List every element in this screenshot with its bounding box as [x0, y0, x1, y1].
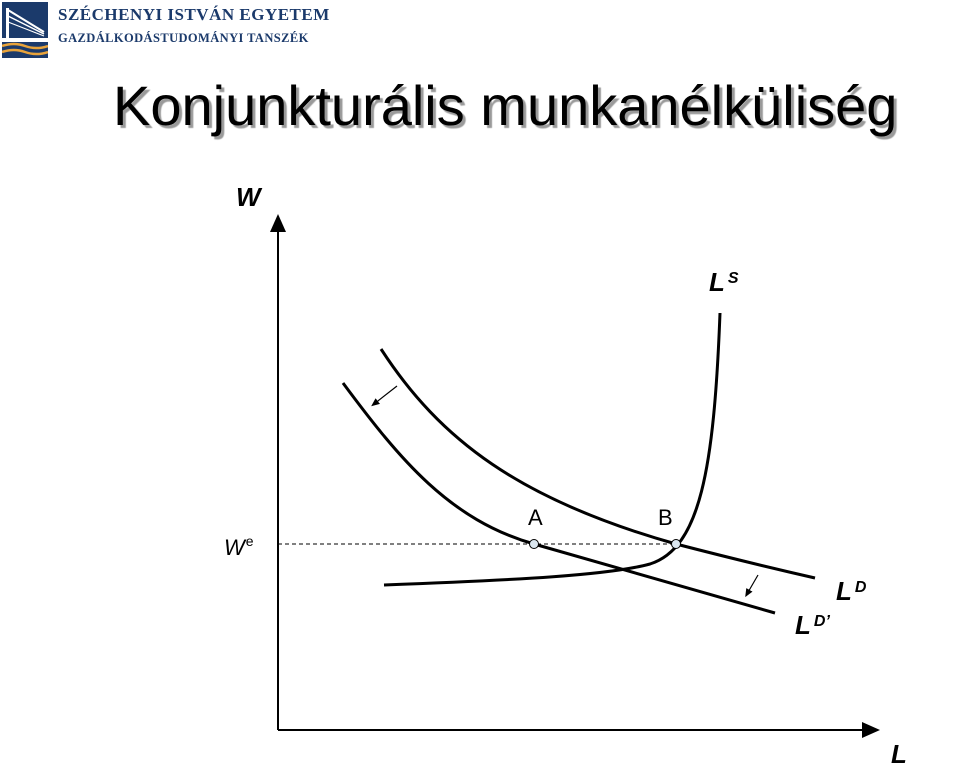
point-a-marker: [529, 539, 539, 549]
labour-demand-shifted-curve: [341, 382, 776, 615]
point-b-marker: [671, 539, 681, 549]
bridge-logo-icon: [2, 2, 48, 58]
supply-label-sup: S: [728, 270, 739, 287]
wage-label: We: [224, 533, 254, 560]
point-a-label: A: [528, 505, 543, 530]
university-name: SZÉCHENYI ISTVÁN EGYETEM: [58, 5, 330, 24]
x-axis-label: L: [891, 739, 907, 765]
shift-arrow-lower: [745, 574, 759, 598]
demand-label-sup: D: [855, 579, 867, 596]
labour-supply-curve: [383, 312, 722, 587]
demand-shifted-label-sup: D’: [814, 613, 831, 630]
department-name: GAZDÁLKODÁSTUDOMÁNYI TANSZÉK: [58, 31, 309, 45]
shift-arrow-upper: [371, 385, 398, 407]
page-title: Konjunkturális munkanélküliség: [113, 74, 898, 137]
point-b-label: B: [658, 505, 673, 530]
header: SZÉCHENYI ISTVÁN EGYETEM GAZDÁLKODÁSTUDO…: [0, 0, 400, 60]
labour-demand-curve: [379, 348, 816, 580]
wage-label-sup: e: [246, 533, 254, 549]
y-axis-label: W: [236, 182, 263, 212]
